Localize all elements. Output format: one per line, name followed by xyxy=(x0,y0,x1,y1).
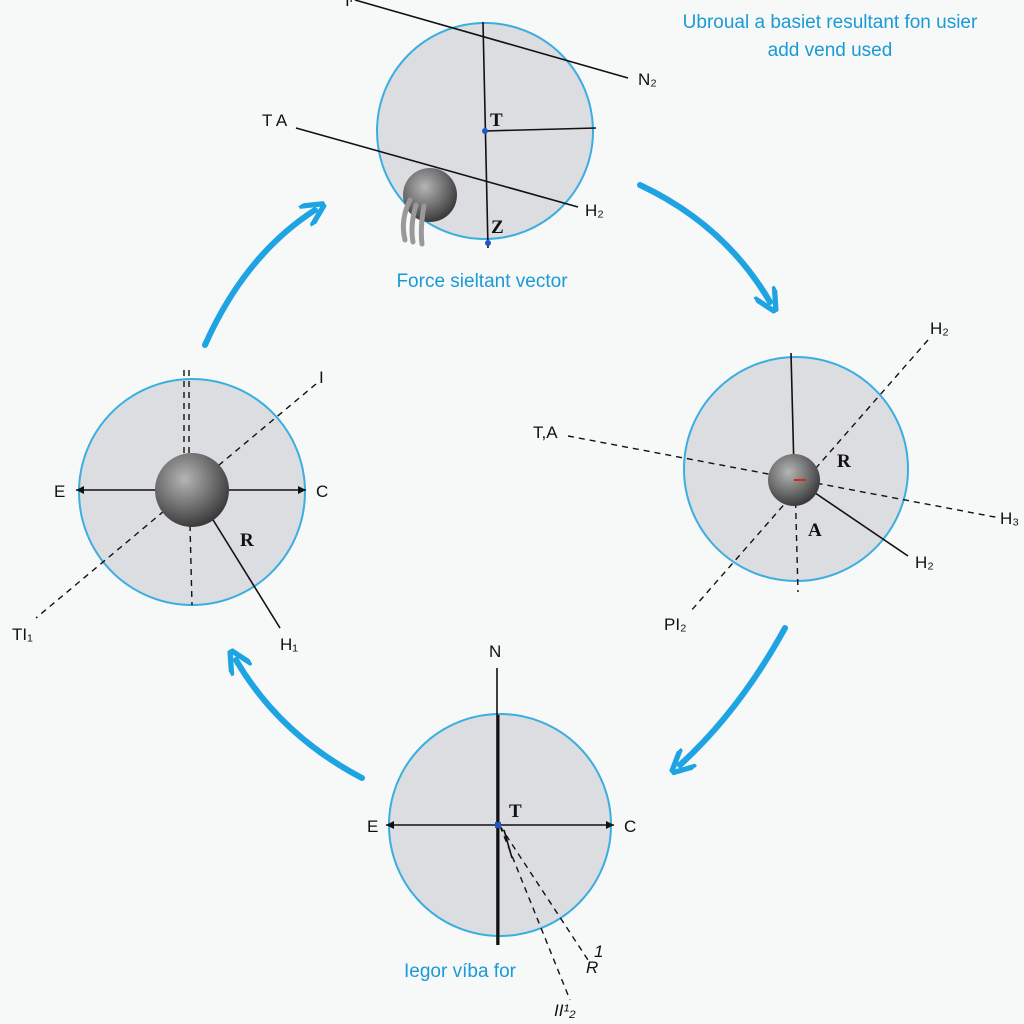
top-label-ta: T A xyxy=(262,111,288,130)
top-label-n2: N₂ xyxy=(638,70,657,89)
bottom-label-r: R xyxy=(586,958,598,977)
bottom-label-c: C xyxy=(624,817,636,836)
header: Ubroual a basiet resultant fon usier add… xyxy=(683,12,978,61)
bottom-arrowhead-c xyxy=(606,821,614,829)
left-line-h1 xyxy=(209,514,281,629)
left-label-h1: H₁ xyxy=(280,635,298,654)
right-label-h2-low: H₂ xyxy=(915,553,934,572)
arrow-left-to-top xyxy=(202,210,315,348)
top-bottom-dot xyxy=(485,240,491,246)
cycle-arrows xyxy=(202,182,788,781)
top-label-cut: Iᴵ xyxy=(345,0,353,10)
right-label-r: R xyxy=(837,451,851,472)
header-line-2: add vend used xyxy=(768,40,893,61)
bottom-arrowhead-e xyxy=(386,821,394,829)
left-label-r: R xyxy=(240,530,254,551)
left-diag-dashed xyxy=(35,383,317,619)
left-mass-ball xyxy=(155,453,229,527)
bottom-label-e: E xyxy=(367,817,378,836)
bottom-panel: N E C T 1 R II¹₂ Iegor víba for xyxy=(367,642,636,1020)
arrow-bottom-to-left xyxy=(236,660,365,781)
right-label-a: A xyxy=(808,520,822,541)
bottom-caption: Iegor víba for xyxy=(404,961,517,982)
arrow-top-to-right xyxy=(637,182,770,302)
top-label-t: T xyxy=(490,110,503,131)
bottom-label-1: 1 xyxy=(594,942,603,961)
left-panel: I E C R TI₁ H₁ xyxy=(12,368,328,654)
bottom-short-line xyxy=(503,829,513,859)
right-label-h2-top: H₂ xyxy=(930,319,949,338)
right-vertical-dashed xyxy=(794,479,799,593)
left-label-ti: TI₁ xyxy=(12,625,33,644)
right-label-h3: H₃ xyxy=(1000,509,1019,528)
right-panel: H₂ T,A R H₃ A H₂ PI₂ xyxy=(533,319,1019,634)
bottom-dash-1 xyxy=(499,825,589,961)
right-line-h3 xyxy=(567,435,1001,519)
left-label-i: I xyxy=(319,368,324,387)
left-arrowhead-c xyxy=(298,486,306,494)
top-origin-dot xyxy=(482,128,488,134)
bottom-label-t: T xyxy=(509,801,522,822)
top-horizontal-axis xyxy=(484,127,597,132)
left-label-c: C xyxy=(316,482,328,501)
bottom-label-ii2: II¹₂ xyxy=(554,1001,576,1020)
top-vertical-axis xyxy=(482,21,489,249)
bottom-origin-dot xyxy=(495,822,501,828)
left-arrowhead-e xyxy=(76,486,84,494)
right-vertical-solid xyxy=(790,352,795,471)
top-panel: T A N₂ H₂ T Z Iᴵ Force sieltant vector xyxy=(262,0,657,292)
left-dash-v3 xyxy=(189,524,193,606)
right-label-ta: T,A xyxy=(533,423,558,442)
header-line-1: Ubroual a basiet resultant fon usier xyxy=(683,12,978,33)
bottom-dash-2 xyxy=(499,825,571,1001)
right-label-pi2: PI₂ xyxy=(664,615,687,634)
top-line-n2 xyxy=(354,0,629,79)
left-label-e: E xyxy=(54,482,65,501)
top-caption: Force sieltant vector xyxy=(396,271,568,292)
bottom-label-n: N xyxy=(489,642,501,661)
top-label-z: Z xyxy=(491,217,504,238)
top-label-h2: H₂ xyxy=(585,201,604,220)
top-line-h2 xyxy=(295,127,579,208)
arrow-right-to-bottom xyxy=(680,625,788,765)
top-mass-object xyxy=(400,168,457,247)
